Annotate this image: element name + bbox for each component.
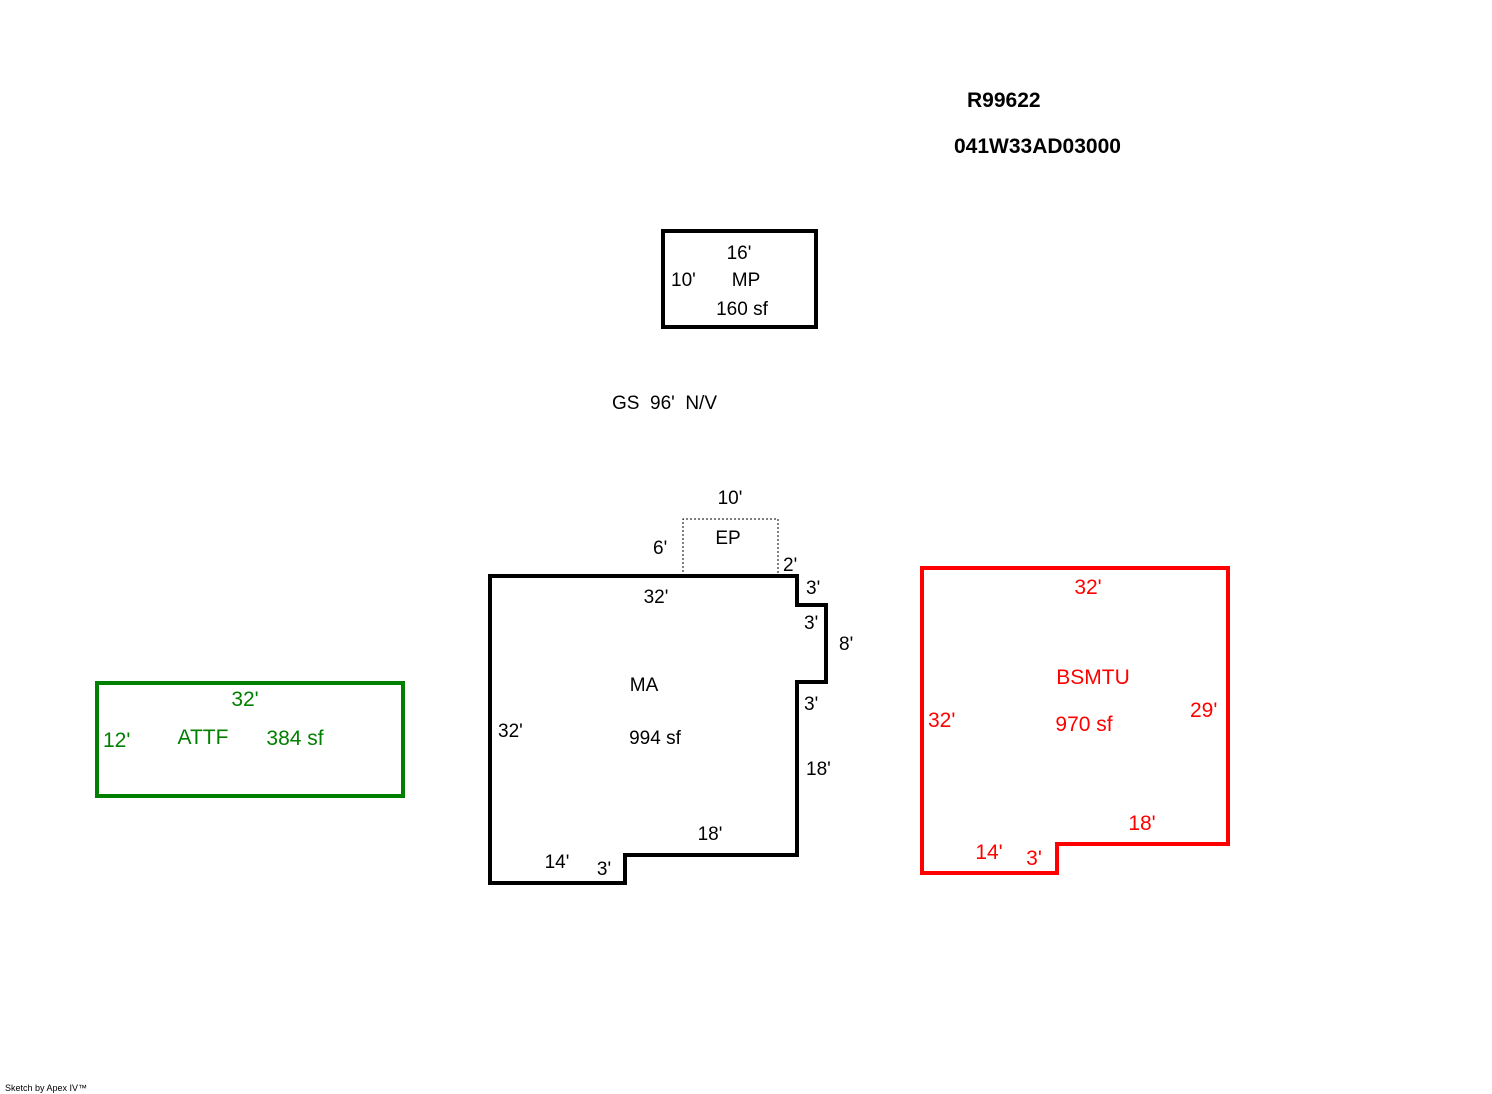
sketch-credit: Sketch by Apex IV™ <box>5 1083 87 1093</box>
ma-outline <box>488 574 828 885</box>
ma-code: MA <box>630 675 659 696</box>
attf-area: 384 sf <box>266 727 323 750</box>
ma-dim-right-bump: 8' <box>839 634 853 655</box>
ma-dim-step-inner: 3' <box>804 613 818 634</box>
mp-dim-left: 10' <box>671 270 696 291</box>
bsmtu-dim-left: 32' <box>928 709 955 732</box>
attf-code: ATTF <box>178 726 229 749</box>
area-bsmtu[interactable]: 32' BSMTU 32' 970 sf 29' 18' 14' 3' <box>920 566 1230 875</box>
bsmtu-dim-top: 32' <box>1074 576 1101 599</box>
ep-dim-top: 10' <box>718 488 743 509</box>
ma-dim-right: 18' <box>806 759 831 780</box>
bsmtu-dim-bottom-step: 3' <box>1026 847 1042 870</box>
ep-code: EP <box>715 528 740 549</box>
attf-dim-left: 12' <box>103 729 130 752</box>
mp-area: 160 sf <box>716 299 768 320</box>
attf-dim-top: 32' <box>231 688 258 711</box>
area-mp[interactable]: 16' 10' MP 160 sf <box>661 229 818 329</box>
ep-dim-left: 6' <box>653 538 667 559</box>
bsmtu-dim-right: 29' <box>1190 699 1217 722</box>
ma-area: 994 sf <box>629 728 681 749</box>
mp-code: MP <box>732 270 761 291</box>
mp-outline <box>661 229 818 329</box>
gs-note: GS 96' N/V <box>612 393 717 414</box>
account-id: R99622 <box>967 89 1041 112</box>
ma-dim-left: 32' <box>498 721 523 742</box>
area-ma[interactable]: 32' 3' 3' 8' 3' 18' 18' 3' 14' 32' MA 99… <box>488 574 853 885</box>
bsmtu-code: BSMTU <box>1056 666 1130 689</box>
bsmtu-dim-bottom-right: 18' <box>1128 812 1155 835</box>
bsmtu-dim-bottom-left: 14' <box>975 841 1002 864</box>
parcel-id: 041W33AD03000 <box>954 135 1121 158</box>
ma-dim-bottom-step: 3' <box>597 859 611 880</box>
ma-dim-bottom-left: 14' <box>545 852 570 873</box>
area-attf[interactable]: 32' 12' ATTF 384 sf <box>95 681 405 798</box>
mp-dim-top: 16' <box>727 243 752 264</box>
bsmtu-outline <box>920 566 1230 875</box>
area-ep[interactable]: 10' 6' EP 2' <box>653 488 797 576</box>
bsmtu-area: 970 sf <box>1055 713 1112 736</box>
ma-dim-step-lower: 3' <box>804 694 818 715</box>
ep-outline <box>682 518 779 576</box>
attf-outline <box>95 681 405 798</box>
ma-dim-bottom-right: 18' <box>698 824 723 845</box>
ma-dim-step-top: 3' <box>806 578 820 599</box>
ma-dim-top: 32' <box>644 587 669 608</box>
ep-dim-right: 2' <box>783 555 797 576</box>
